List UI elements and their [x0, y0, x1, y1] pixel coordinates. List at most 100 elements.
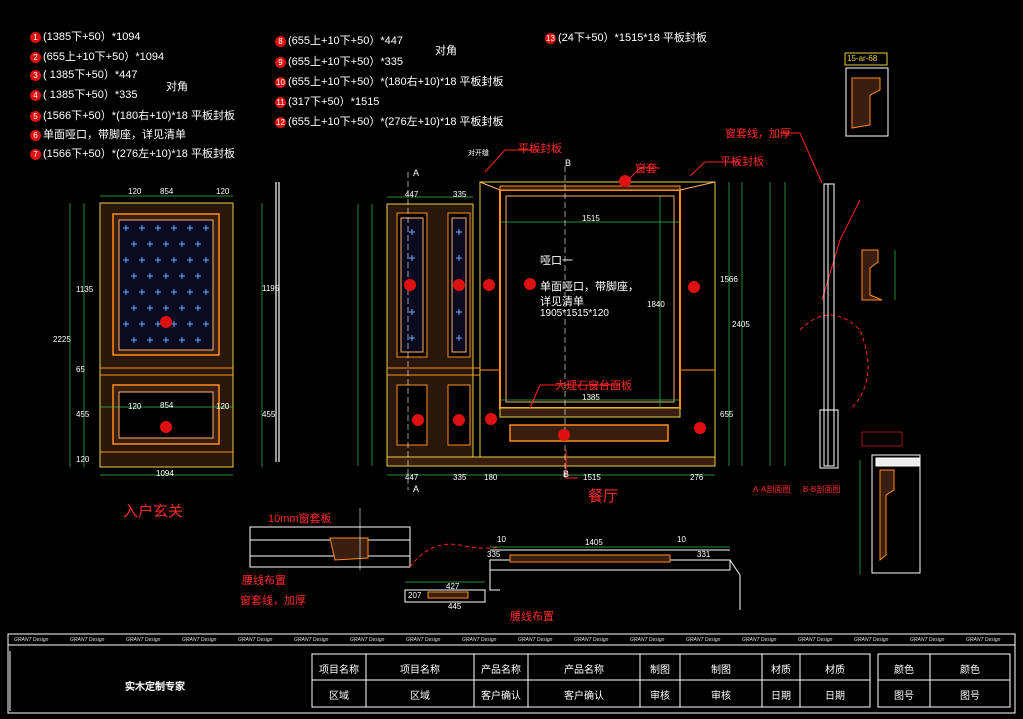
dim: 1405	[585, 538, 603, 547]
label-waist-line-2: 腰线布置	[510, 611, 554, 623]
dim: 10	[497, 535, 506, 544]
label-section-b: B-B剖面图	[803, 485, 841, 494]
cell: 产品名称	[481, 665, 521, 676]
brand-mark: GRANT Design	[14, 637, 49, 643]
dim: 1566	[720, 275, 738, 284]
brand-mark: GRANT Design	[70, 637, 105, 643]
dim: 276	[690, 473, 704, 482]
dim: 1385	[582, 393, 600, 402]
marker-8	[412, 414, 424, 426]
brand-mark: GRANT Design	[742, 637, 777, 643]
cell: 产品名称	[564, 665, 604, 676]
dim: 455	[262, 410, 276, 419]
marker-4	[453, 279, 465, 291]
label-opening-desc-2: 详见清单	[540, 296, 584, 308]
label-flat-seal-2: 平板封板	[720, 156, 764, 168]
cell: 日期	[825, 691, 845, 702]
cell: 客户确认	[481, 691, 521, 702]
dim: 180	[484, 473, 498, 482]
brand-mark: GRANT Design	[126, 637, 161, 643]
marker-6	[524, 278, 536, 290]
marker-3	[404, 279, 416, 291]
label-opening: 哑口一	[540, 255, 573, 267]
title-block	[7, 633, 1016, 714]
label-top: 对开缝	[468, 150, 489, 157]
cell: 客户确认	[564, 691, 604, 702]
mark-b-bottom: B	[563, 469, 570, 479]
marker-11	[558, 429, 570, 441]
marker-9	[453, 414, 465, 426]
label-flat-seal-1: 平板封板	[518, 143, 562, 155]
brand-mark: GRANT Design	[518, 637, 553, 643]
marker-12	[694, 422, 706, 434]
cell: 区域	[329, 691, 349, 702]
note-11: 11(317下+50）*1515	[275, 96, 380, 108]
dim: 447	[405, 473, 419, 482]
cell: 材质	[825, 665, 845, 676]
dim: 120	[128, 187, 142, 196]
middle-elevation	[357, 166, 743, 490]
left-door-studs	[123, 225, 209, 343]
cell: 图号	[960, 691, 980, 702]
dim: 1094	[156, 469, 174, 478]
marker-2	[160, 421, 172, 433]
cell: 日期	[771, 691, 791, 702]
brand-mark: GRANT Design	[350, 637, 385, 643]
dim: 445	[448, 602, 462, 611]
dim: 335	[487, 550, 501, 559]
dim: 120	[128, 402, 142, 411]
note-7: 7(1566下+50）*(276左+10)*18 平板封板	[30, 147, 235, 161]
label-window-line-thick-2: 窗套线，加厚	[240, 595, 306, 607]
cell: 颜色	[894, 665, 914, 676]
note-13: 13(24下+50）*1515*18 平板封板	[545, 32, 707, 44]
cell: 区域	[410, 691, 430, 702]
note-9: 9(655上+10下+50）*335	[275, 55, 403, 69]
bottom-plan-left	[249, 508, 501, 570]
right-section-view	[769, 52, 921, 575]
cell: 项目名称	[319, 665, 359, 676]
cell: 制图	[711, 665, 731, 676]
brand-mark: GRANT Design	[182, 637, 217, 643]
diagonal-label-mid: 对角	[435, 45, 457, 57]
marker-10	[485, 413, 497, 425]
mark-b-top: B	[565, 158, 572, 168]
company-name: 实木定制专家	[125, 682, 185, 693]
dim: 854	[160, 401, 174, 410]
label-opening-size: 1905*1515*120	[540, 308, 609, 319]
dim: 1135	[76, 285, 94, 294]
brand-mark: GRANT Design	[294, 637, 329, 643]
cell: 制图	[650, 665, 670, 676]
cell: 审核	[711, 691, 731, 702]
dim: 447	[405, 190, 419, 199]
leader-lines	[484, 132, 869, 479]
label-opening-desc-1: 单面哑口，带脚座，	[540, 281, 639, 293]
dim: 207	[408, 591, 422, 600]
dim: 455	[76, 410, 90, 419]
dim: 120	[76, 455, 90, 464]
dim: 120	[216, 187, 230, 196]
dim: 331	[697, 550, 711, 559]
dim: 1195	[262, 284, 280, 293]
mark-a-top: A	[413, 168, 420, 178]
marker-7	[688, 281, 700, 293]
label-window-board-10mm: 10mm窗套板	[268, 513, 332, 525]
label-profile-code: 15-ar-68	[847, 54, 878, 63]
note-4: 4( 1385下+50）*335	[30, 88, 137, 102]
label-window-cover: 窗套	[635, 163, 657, 175]
label-window-line-thick: 窗套线，加厚	[725, 128, 791, 140]
dim: 65	[76, 365, 85, 374]
note-1: 1(1385下+50）*1094	[30, 30, 141, 44]
dim: 1840	[647, 300, 665, 309]
bottom-plan-right	[404, 546, 741, 610]
note-3: 3( 1385下+50）*447	[30, 68, 137, 82]
note-12: 12(655上+10下+50）*(276左+10)*18 平板封板	[275, 116, 504, 128]
dim: 335	[453, 473, 467, 482]
dim: 1515	[582, 214, 600, 223]
cell: 材质	[771, 665, 791, 676]
label-dining: 餐厅	[588, 488, 619, 505]
dim: 427	[446, 582, 460, 591]
note-2: 2(655上+10下+50）*1094	[30, 50, 164, 64]
dim: 120	[216, 402, 230, 411]
